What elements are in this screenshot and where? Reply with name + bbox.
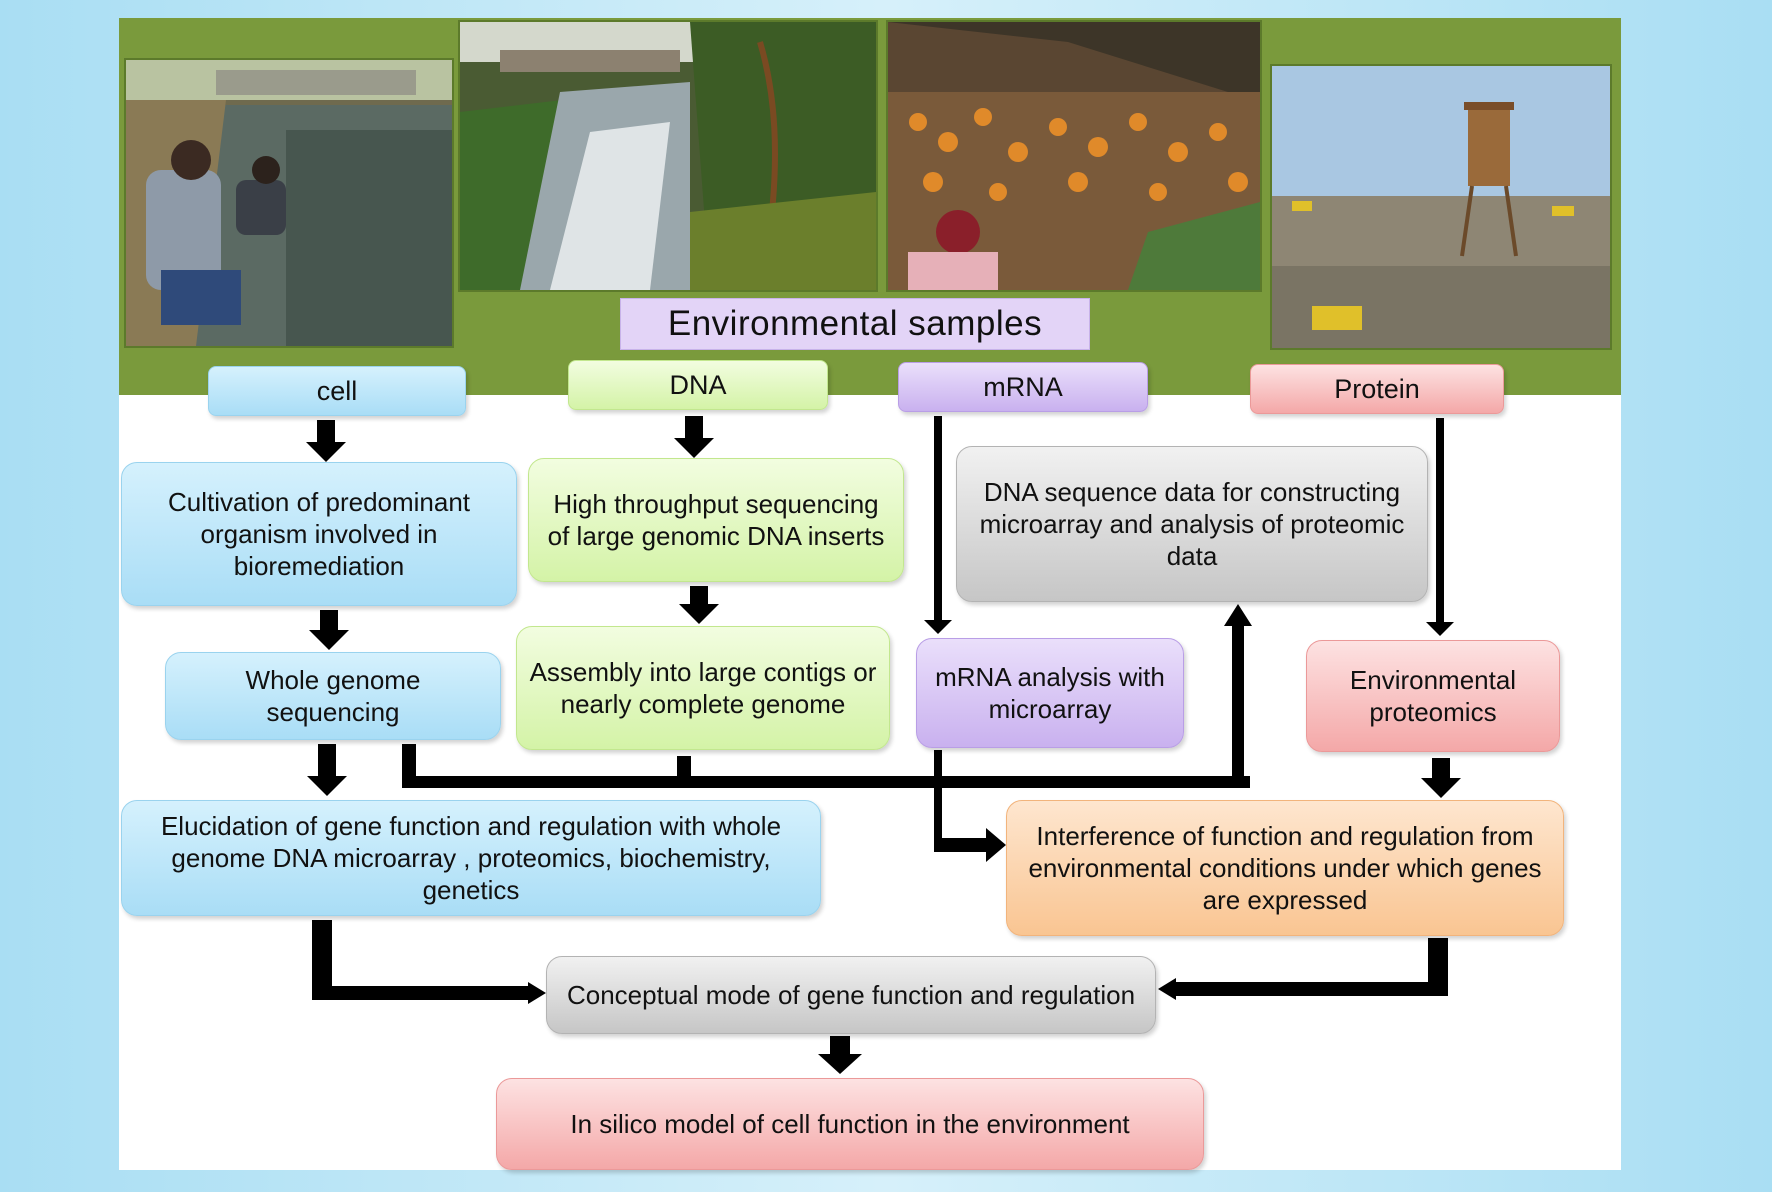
environmental-proteomics-step: Environmental proteomics bbox=[1306, 640, 1560, 752]
fruit-waste-photo bbox=[886, 20, 1262, 292]
conceptual-model-step: Conceptual mode of gene function and reg… bbox=[546, 956, 1156, 1034]
whole-genome-step: Whole genome sequencing bbox=[165, 652, 501, 740]
assembly-step: Assembly into large contigs or nearly co… bbox=[516, 626, 890, 750]
environmental-samples-title: Environmental samples bbox=[620, 298, 1090, 350]
dna-sequence-data-step: DNA sequence data for constructing micro… bbox=[956, 446, 1428, 602]
river-sampling-photo bbox=[124, 58, 454, 348]
interference-step: Interference of function and regulation … bbox=[1006, 800, 1564, 936]
dna-category: DNA bbox=[568, 360, 828, 410]
landfill-photo bbox=[1270, 64, 1612, 350]
mrna-category: mRNA bbox=[898, 362, 1148, 412]
elucidation-step: Elucidation of gene function and regulat… bbox=[121, 800, 821, 916]
mrna-analysis-step: mRNA analysis with microarray bbox=[916, 638, 1184, 748]
in-silico-model-step: In silico model of cell function in the … bbox=[496, 1078, 1204, 1170]
polluted-stream-photo bbox=[458, 20, 878, 292]
high-throughput-step: High throughput sequencing of large geno… bbox=[528, 458, 904, 582]
cell-category: cell bbox=[208, 366, 466, 416]
protein-category: Protein bbox=[1250, 364, 1504, 414]
cultivation-step: Cultivation of predominant organism invo… bbox=[121, 462, 517, 606]
